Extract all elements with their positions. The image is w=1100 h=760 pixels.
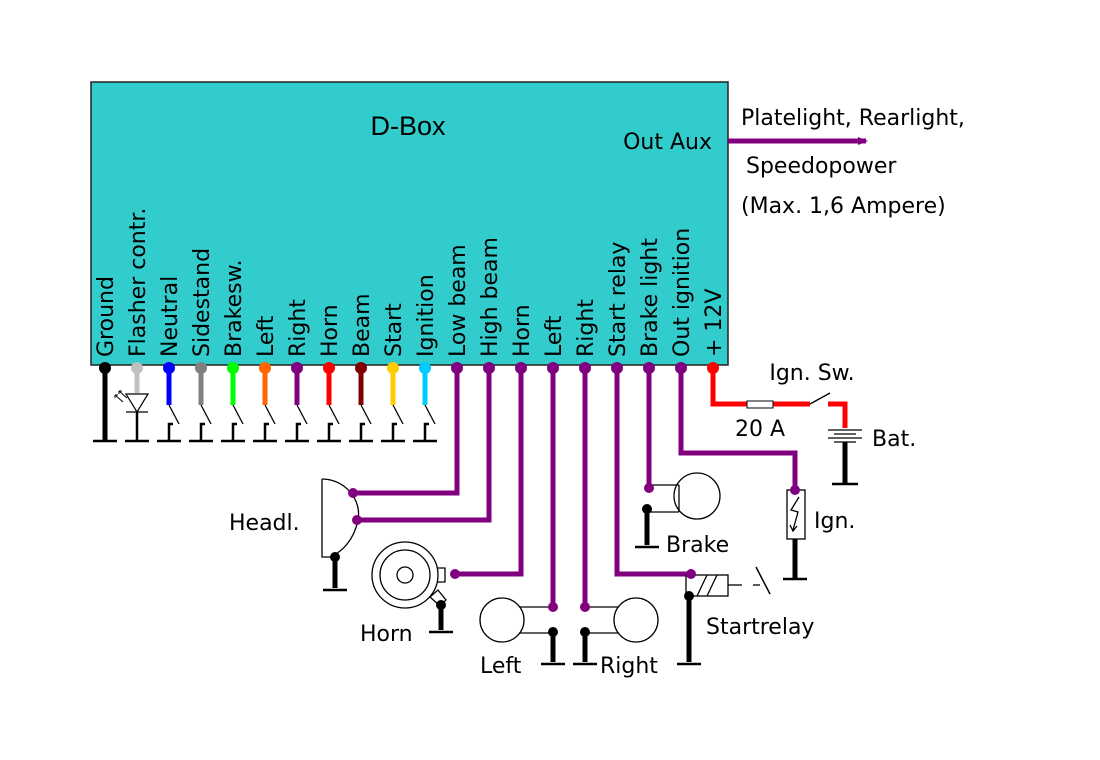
pin-dot-low-beam [451,362,463,374]
wire-low-beam [353,368,460,496]
pin-label-left-ignition: Ignition [414,274,439,357]
left-pins [93,362,437,443]
pin-dot-right [291,362,303,374]
ign-switch-label: Ign. Sw. [769,361,854,386]
pin-label-right-horn: Horn [510,304,535,357]
pin-dot-horn [515,362,527,374]
pin-label-right-12v: + 12V [702,289,727,357]
start-relay-icon [677,566,771,666]
fuse-icon [746,400,774,409]
pin-label-right-high-beam: High beam [478,237,503,357]
left-pin-sidestand [189,362,213,443]
pin-dot-12v [707,362,719,374]
switch-icon [232,404,244,425]
left-pin-flasher-contr [114,362,150,443]
pin-label-left-right: Right [286,299,311,357]
headlight-icon [321,478,362,592]
pin-dot-ground [99,362,111,374]
ign-switch-icon [809,392,831,405]
out-aux-target-line-3: (Max. 1,6 Ampere) [741,194,946,219]
pin-label-right-left: Left [542,315,567,357]
led-icon [124,393,150,414]
ignition-label: Ign. [814,509,855,534]
pin-dot-left [259,362,271,374]
pin-labels: Ground Flasher contr. Neutral Sidestand Brak… [94,208,727,357]
wire-start-relay [614,368,691,577]
pin-label-left-flasher-contr: Flasher contr. [126,208,151,357]
left-pin-start [381,362,405,443]
left-pin-brakesw [221,362,245,443]
wire-high-beam [357,368,492,523]
switch-icon [200,404,212,425]
out-aux-target-line-1: Platelight, Rearlight, [741,106,965,131]
switch-icon [328,404,340,425]
wire-out-ignition [678,368,798,490]
left-pin-right [285,362,309,443]
pin-dot-start-relay [611,362,623,374]
switch-icon [360,404,372,425]
battery-icon [828,429,862,486]
left-bulb-label: Left [480,654,522,679]
pin-label-left-sidestand: Sidestand [190,248,215,357]
pin-dot-brakesw [227,362,239,374]
pin-dot-beam [355,362,367,374]
pin-label-right-start-relay: Start relay [606,242,631,357]
switch-icon [296,404,308,425]
wire-plus-12v [710,368,748,407]
pin-dot-out-ignition [675,362,687,374]
pin-dot-start [387,362,399,374]
switch-icon [264,404,276,425]
ignition-coil-icon [783,485,807,581]
pin-label-left-horn: Horn [318,304,343,357]
brake-bulb-icon [635,472,721,549]
pin-label-left-left: Left [254,315,279,357]
pin-label-left-beam: Beam [350,293,375,357]
pin-label-left-start: Start [382,303,407,357]
fuse-label: 20 A [735,417,785,442]
left-pin-beam [349,362,373,443]
switch-icon [392,404,404,425]
switch-icon [424,404,436,425]
pin-dot-flasher-contr [131,362,143,374]
pin-label-right-brake-light: Brake light [638,238,663,357]
pin-dot-neutral [163,362,175,374]
pin-dot-right [579,362,591,374]
d-box [90,81,729,366]
pin-dot-high-beam [483,362,495,374]
left-pin-ground [93,362,117,443]
horn-icon [371,541,460,634]
headlight-label: Headl. [229,511,300,536]
pin-dot-left [547,362,559,374]
pin-dot-sidestand [195,362,207,374]
out-aux-label: Out Aux [623,130,712,155]
battery-label: Bat. [872,427,916,452]
horn-label: Horn [360,622,413,647]
pin-dot-horn [323,362,335,374]
startrelay-label: Startrelay [706,615,814,640]
pin-label-right-right: Right [574,299,599,357]
out-aux-target-line-2: Speedopower [746,154,897,179]
pin-dot-ignition [419,362,431,374]
d-box-title: D-Box [370,111,446,141]
pin-label-left-neutral: Neutral [158,276,183,357]
switch-icon [168,404,180,425]
left-bulb-icon [479,597,565,666]
right-pins [353,362,848,607]
pin-label-right-out-ignition: Out ignition [670,228,695,357]
pin-label-left-brakesw: Brakesw. [222,259,247,357]
pin-dot-brake-light [643,362,655,374]
wire-horn [455,368,524,577]
wire-switch-to-battery [828,401,848,428]
left-pin-horn [317,362,341,443]
right-bulb-icon [573,597,659,666]
left-pin-neutral [157,362,181,443]
pin-label-right-low-beam: Low beam [446,244,471,357]
right-bulb-label: Right [600,654,658,679]
left-pin-left [253,362,277,443]
left-pin-ignition [413,362,437,443]
brake-label: Brake [666,533,729,558]
pin-label-left-ground: Ground [94,276,119,357]
